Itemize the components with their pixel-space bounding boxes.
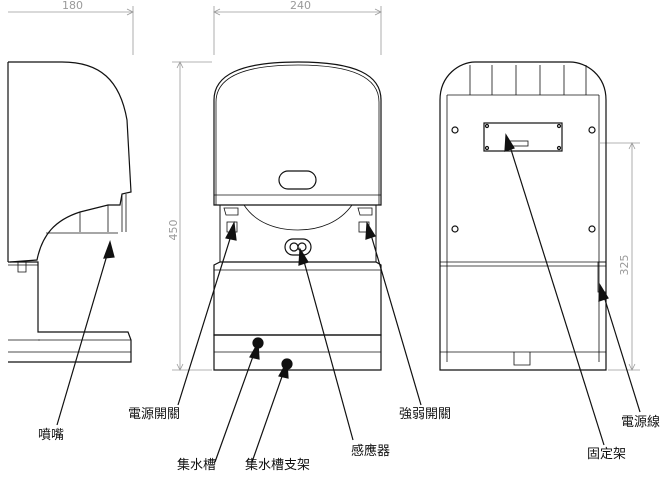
tank-bracket-label: 集水槽支架 [245,458,311,473]
power-switch-label: 電源開關 [128,407,181,422]
front-width-dimension [213,6,382,55]
mounting-bracket-label: 固定架 [587,447,627,462]
leader-lines [56,133,641,463]
height-total-label: 450 [167,219,180,241]
back-view [439,61,640,371]
power-cord-label: 電源線 [621,415,661,430]
side-view [7,6,134,363]
front-width-label: 240 [290,0,311,12]
side-width-label: 180 [62,0,83,12]
height-dimension [172,61,212,371]
sensor-label: 感應器 [351,444,391,459]
water-tank-label: 集水槽 [177,458,217,473]
nozzle-label: 噴嘴 [38,428,65,443]
side-width-dimension [8,6,134,55]
back-height-label: 325 [618,254,631,276]
back-height-dimension [600,142,640,371]
strength-switch-label: 強弱開關 [399,407,452,422]
front-view [172,6,382,371]
